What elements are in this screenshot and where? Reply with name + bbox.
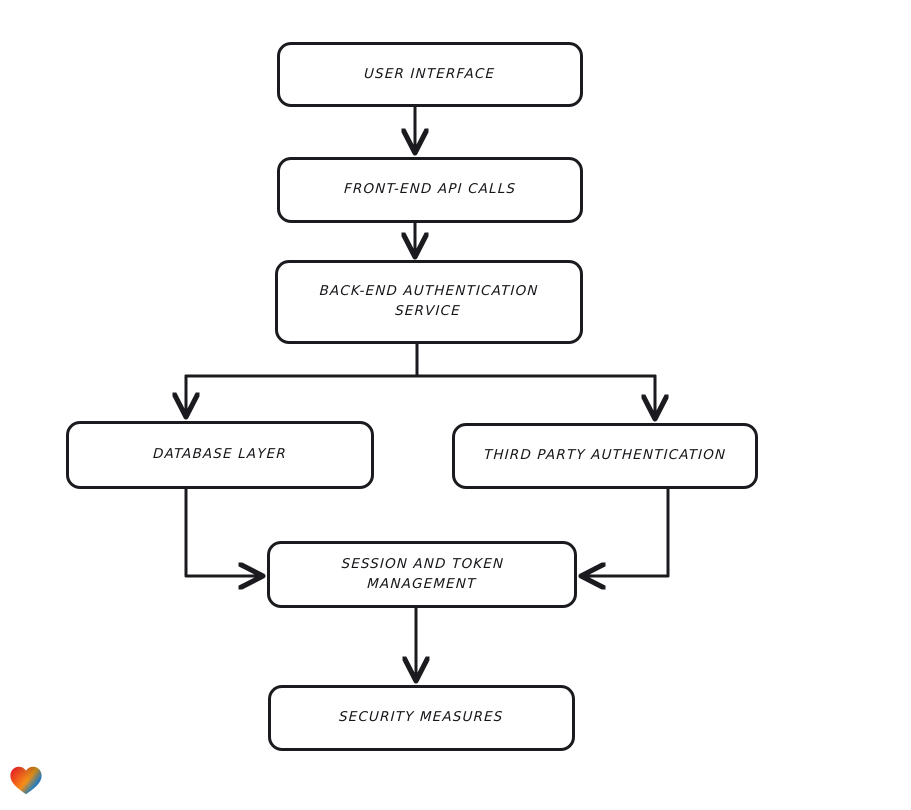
node-frontend-api-calls[interactable]: Front-End API Calls [277, 157, 583, 223]
node-third-party-authentication[interactable]: Third Party Authentication [452, 423, 758, 489]
node-session-and-token-management[interactable]: Session and Token Management [267, 541, 577, 608]
node-database-layer[interactable]: Database Layer [66, 421, 374, 489]
node-security-measures-label: Security Measures [338, 709, 505, 726]
node-third-party-authentication-label: Third Party Authentication [483, 447, 727, 464]
node-user-interface-label: User Interface [364, 65, 497, 82]
node-security-measures[interactable]: Security Measures [268, 685, 575, 751]
edge-third-party-auth-to-session-token [584, 487, 670, 576]
node-database-layer-label: Database Layer [152, 446, 288, 463]
node-backend-authentication-service-label: Back-End Authentication Service [319, 283, 540, 319]
node-backend-authentication-service[interactable]: Back-End Authentication Service [275, 260, 583, 344]
node-frontend-api-calls-label: Front-End API Calls [343, 181, 517, 198]
edge-database-layer-to-session-token [184, 487, 260, 576]
heart-icon [10, 766, 42, 795]
node-user-interface[interactable]: User Interface [277, 42, 583, 107]
node-session-and-token-management-label: Session and Token Management [340, 555, 505, 592]
